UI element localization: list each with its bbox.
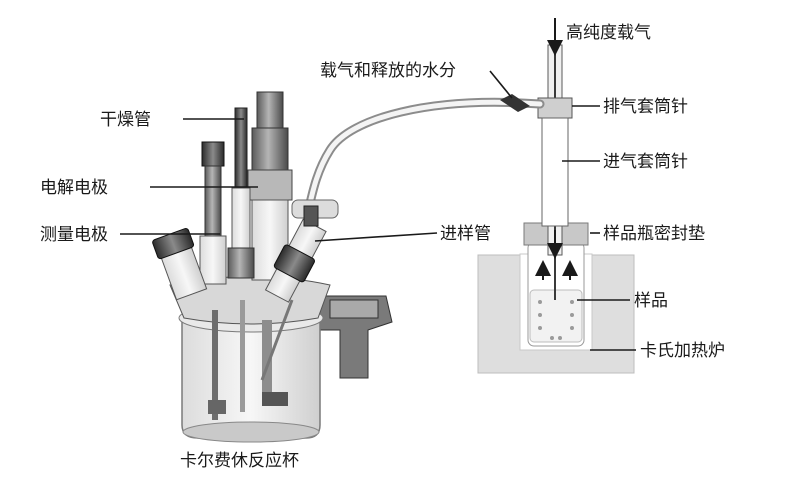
label-vessel: 卡尔费休反应杯 bbox=[180, 451, 299, 471]
label-carrier-and-water: 载气和释放的水分 bbox=[320, 61, 456, 81]
label-electrolysis-electrode: 电解电极 bbox=[40, 178, 108, 198]
label-carrier-gas-in: 高纯度载气 bbox=[566, 23, 651, 43]
leader-lines bbox=[120, 70, 636, 351]
sample-inlet-port bbox=[264, 205, 327, 303]
label-vial-septum: 样品瓶密封垫 bbox=[603, 224, 705, 244]
label-exhaust-needle: 排气套筒针 bbox=[603, 97, 688, 117]
label-measuring-electrode: 测量电极 bbox=[40, 225, 108, 245]
reaction-vessel bbox=[169, 276, 393, 443]
exhaust-needle bbox=[537, 97, 573, 227]
transfer-tube bbox=[303, 94, 545, 217]
label-inlet-needle: 进气套筒针 bbox=[603, 152, 688, 172]
electrolysis-electrode bbox=[227, 107, 255, 279]
label-sample-tube: 进样管 bbox=[440, 224, 491, 244]
label-oven: 卡氏加热炉 bbox=[640, 341, 725, 361]
label-sample: 样品 bbox=[634, 291, 668, 311]
label-drying-tube: 干燥管 bbox=[100, 110, 151, 130]
gas-flow-arrows bbox=[535, 18, 578, 280]
measuring-electrode bbox=[199, 141, 227, 285]
